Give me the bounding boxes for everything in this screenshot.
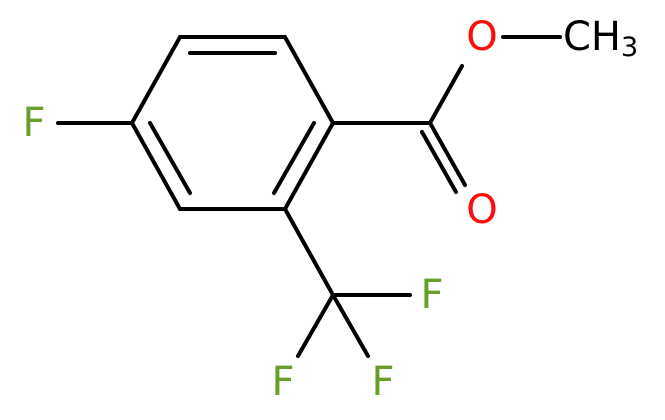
ring-bond-lower-left: [130, 121, 182, 211]
ring-bond-upper-left: [130, 35, 182, 125]
bond-cf3-f3: [331, 293, 370, 358]
bond-cf3-f2: [296, 293, 335, 358]
ring-bond-lower-left-inner: [148, 121, 192, 195]
ring-bond-lower-right: [283, 121, 335, 211]
atom-f-cf3-2: F: [271, 359, 294, 405]
atom-methyl: CH3: [563, 14, 638, 63]
bond-carbonyl-double-b: [420, 130, 458, 194]
ring-bond-lower-right-inner: [272, 121, 316, 195]
bond-carbonyl-double-a: [428, 121, 467, 187]
atom-o-carbonyl: O: [466, 187, 497, 233]
atom-f-cf3-1: F: [420, 272, 443, 318]
methyl-symbol: CH: [563, 14, 621, 60]
ring-bond-upper-right: [283, 35, 335, 125]
methyl-subscript: 3: [621, 32, 638, 63]
atom-f-ring: F: [22, 100, 45, 146]
atom-o-ester: O: [466, 14, 497, 60]
bond-carbonyl-ester-o: [428, 64, 464, 125]
bond-ring-cf3: [283, 207, 335, 297]
atom-f-cf3-3: F: [371, 359, 394, 405]
